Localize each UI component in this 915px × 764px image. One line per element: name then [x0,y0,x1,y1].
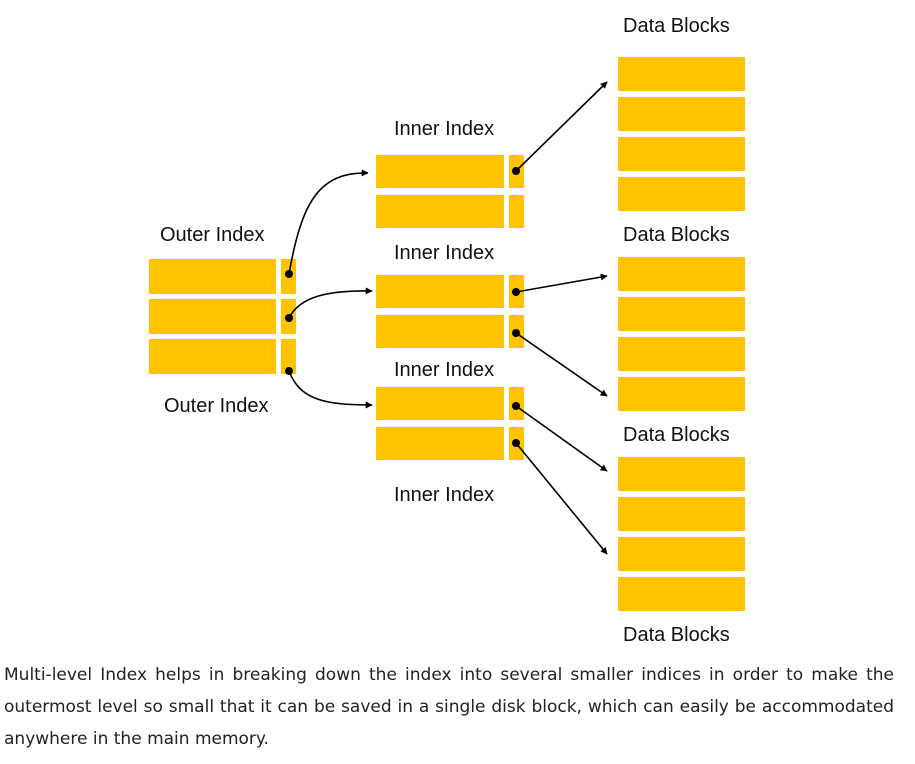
pointer-dot [512,288,520,296]
outer-index-table [149,259,296,374]
caption-paragraph: Multi-level Index helps in breaking down… [4,665,894,749]
outer-index-pointer-cell [281,339,296,374]
data-block [618,177,745,211]
outer-index-entry [149,299,276,334]
inner-index-entry [376,387,504,420]
arrow-inner-to-data-1 [515,81,608,172]
arrow-inner-to-data-5 [515,442,608,555]
data-block [618,457,745,491]
data-block [618,257,745,291]
pointer-dot [285,367,293,375]
pointer-dot [512,329,520,337]
arrow-outer-to-inner-2 [288,287,373,319]
outer-index-label-bottom: Outer Index [164,395,269,417]
multilevel-index-diagram: Data Blocks Inner Index Outer Index Data… [149,15,745,646]
inner-index-entry [376,315,504,348]
inner-index-label-1: Inner Index [394,118,494,140]
data-block [618,57,745,91]
inner-index-table-1 [376,155,524,228]
data-blocks-group-3 [618,457,745,611]
data-block [618,377,745,411]
data-block [618,337,745,371]
pointer-dot [285,270,293,278]
inner-index-table-2 [376,275,524,348]
inner-index-entry [376,275,504,308]
data-block [618,297,745,331]
data-block [618,537,745,571]
outer-index-label-top: Outer Index [160,224,265,246]
data-blocks-label-4: Data Blocks [623,624,730,646]
data-blocks-group-1 [618,57,745,211]
arrow-inner-to-data-4 [515,405,608,472]
data-blocks-group-2 [618,257,745,411]
arrow-outer-to-inner-3 [288,370,373,409]
data-blocks-label-1: Data Blocks [623,15,730,37]
inner-index-table-3 [376,387,524,460]
inner-index-pointer-cell [509,195,524,228]
data-block [618,497,745,531]
arrow-inner-to-data-2 [515,273,608,293]
pointer-dot [285,314,293,322]
pointer-dot [512,439,520,447]
inner-index-entry [376,427,504,460]
pointer-dot [512,402,520,410]
inner-index-entry [376,155,504,188]
inner-index-label-3: Inner Index [394,359,494,381]
arrow-outer-to-inner-1 [288,169,369,275]
inner-index-label-4: Inner Index [394,484,494,506]
inner-index-entry [376,195,504,228]
data-blocks-label-3: Data Blocks [623,424,730,446]
data-blocks-label-2: Data Blocks [623,224,730,246]
outer-index-entry [149,259,276,294]
data-block [618,137,745,171]
outer-index-entry [149,339,276,374]
pointer-dot [512,167,520,175]
data-block [618,97,745,131]
inner-index-label-2: Inner Index [394,242,494,264]
arrow-inner-to-data-3 [515,332,608,397]
data-block [618,577,745,611]
